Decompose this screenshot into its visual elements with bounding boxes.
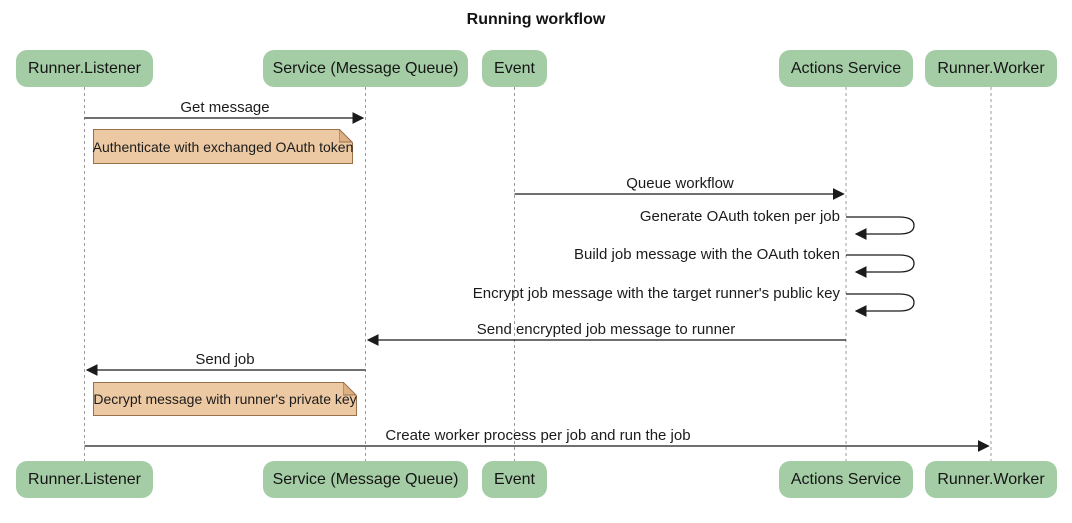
note-text: Decrypt message with runner's private ke… <box>93 391 357 407</box>
arrow-self-build-job <box>846 254 915 278</box>
actor-label: Event <box>494 470 535 488</box>
message-build-job: Build job message with the OAuth token <box>574 246 840 263</box>
message-send-job: Send job <box>195 351 255 368</box>
message-create-worker: Create worker process per job and run th… <box>385 427 691 444</box>
actor-actions-service-top: Actions Service <box>779 50 913 87</box>
actor-label: Runner.Listener <box>28 470 141 488</box>
actor-runner-worker-top: Runner.Worker <box>925 50 1057 87</box>
note-fold-icon <box>343 382 357 396</box>
actor-label: Runner.Worker <box>937 470 1045 488</box>
note-decrypt: Decrypt message with runner's private ke… <box>93 382 357 416</box>
actor-label: Service (Message Queue) <box>272 470 459 488</box>
actor-label: Actions Service <box>790 59 902 77</box>
arrow-self-generate-oauth <box>846 216 915 240</box>
note-fold-icon <box>339 129 353 143</box>
actor-label: Event <box>494 59 535 77</box>
actor-service-message-queue-top: Service (Message Queue) <box>263 50 468 87</box>
actor-label: Actions Service <box>790 470 902 488</box>
actor-event-bottom: Event <box>482 461 547 498</box>
message-send-encrypted: Send encrypted job message to runner <box>476 321 736 338</box>
message-queue-workflow: Queue workflow <box>626 175 734 192</box>
message-get-message: Get message <box>180 99 270 116</box>
actor-event-top: Event <box>482 50 547 87</box>
lifelines <box>84 87 992 461</box>
actor-label: Runner.Listener <box>28 59 141 77</box>
actor-runner-worker-bottom: Runner.Worker <box>925 461 1057 498</box>
message-generate-oauth: Generate OAuth token per job <box>639 208 840 225</box>
note-text: Authenticate with exchanged OAuth token <box>92 138 354 155</box>
actor-runner-listener-top: Runner.Listener <box>16 50 153 87</box>
actor-runner-listener-bottom: Runner.Listener <box>16 461 153 498</box>
arrow-self-encrypt-job <box>846 293 915 317</box>
actor-service-message-queue-bottom: Service (Message Queue) <box>263 461 468 498</box>
message-encrypt-job: Encrypt job message with the target runn… <box>472 285 840 302</box>
actor-actions-service-bottom: Actions Service <box>779 461 913 498</box>
diagram-title: Running workflow <box>466 11 606 28</box>
note-authenticate: Authenticate with exchanged OAuth token <box>93 129 353 164</box>
actor-label: Runner.Worker <box>937 59 1045 77</box>
actor-label: Service (Message Queue) <box>272 59 459 77</box>
